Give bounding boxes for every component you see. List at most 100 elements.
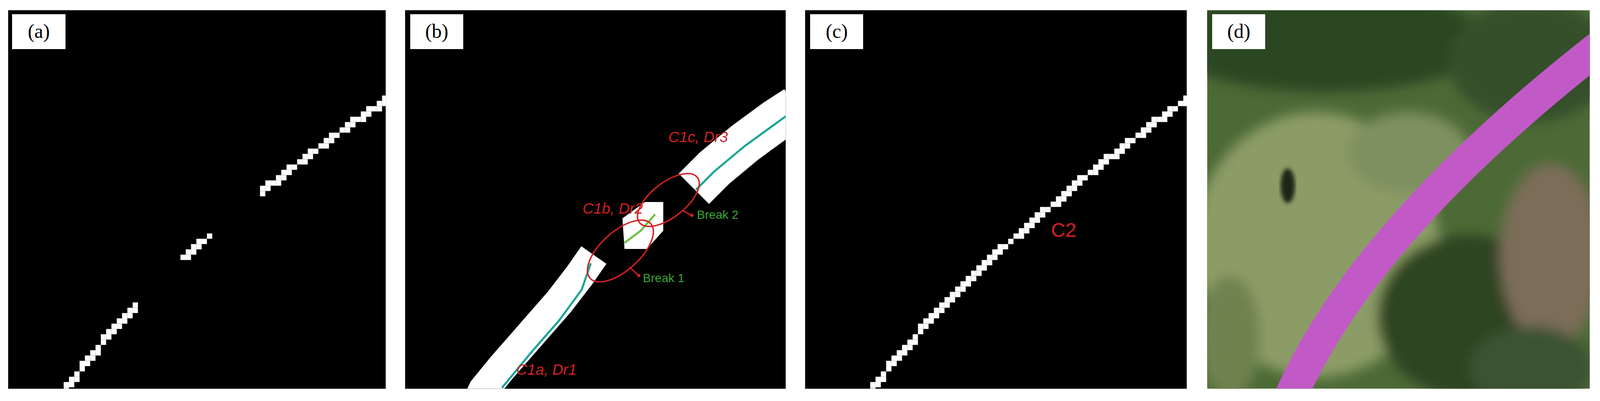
road-pixel bbox=[196, 238, 202, 244]
road-pixel bbox=[190, 244, 197, 250]
road-pixel bbox=[360, 116, 366, 122]
road-pixel bbox=[912, 334, 918, 340]
road-pixel bbox=[307, 148, 313, 154]
road-pixel bbox=[1071, 180, 1077, 186]
road-pixel bbox=[302, 159, 308, 165]
road-pixel bbox=[1151, 121, 1157, 128]
road-pixel bbox=[196, 244, 202, 250]
buffer-road bbox=[477, 107, 786, 390]
road-pixel bbox=[84, 355, 91, 361]
road-pixel bbox=[954, 286, 961, 292]
panel-label: (a) bbox=[12, 14, 66, 50]
road-pixel bbox=[366, 111, 372, 117]
break-label: Break 1 bbox=[642, 271, 685, 286]
road-pixel bbox=[1167, 111, 1173, 117]
road-pixel bbox=[896, 355, 902, 361]
road-pixel bbox=[933, 313, 939, 319]
road-pixel bbox=[323, 137, 329, 144]
road-pixel bbox=[885, 361, 892, 367]
road-pixel bbox=[986, 254, 992, 260]
raster-road-connected bbox=[870, 95, 1187, 390]
road-mask bbox=[1285, 40, 1591, 390]
road-pixel bbox=[1055, 201, 1061, 207]
road-pixel bbox=[1124, 137, 1130, 144]
road-pixel bbox=[376, 100, 382, 107]
road-pixel bbox=[270, 180, 276, 186]
road-pixel bbox=[1013, 233, 1019, 239]
road-pixel bbox=[970, 276, 977, 282]
panel-label-box: (b) bbox=[410, 14, 464, 50]
road-pixel bbox=[885, 366, 892, 372]
road-pixel bbox=[960, 286, 966, 292]
road-pixel bbox=[1024, 222, 1030, 228]
road-pixel bbox=[323, 143, 329, 149]
panel-a-ground bbox=[8, 10, 386, 390]
buffer-segment bbox=[693, 107, 786, 190]
road-pixel bbox=[907, 345, 913, 351]
road-pixel bbox=[376, 106, 382, 112]
road-pixel bbox=[923, 323, 929, 329]
road-pixel bbox=[382, 100, 387, 107]
curve-label: C1b, Dr2 bbox=[582, 199, 643, 218]
road-pixel bbox=[259, 190, 266, 197]
road-pixel bbox=[1034, 217, 1040, 223]
road-pixel bbox=[259, 185, 266, 191]
road-pixel bbox=[1103, 153, 1109, 160]
road-pixel bbox=[981, 265, 987, 271]
road-pixel bbox=[312, 148, 319, 154]
road-pixel bbox=[74, 371, 80, 377]
road-pixel bbox=[275, 175, 281, 181]
road-pixel bbox=[350, 121, 356, 128]
road-pixel bbox=[1077, 180, 1083, 186]
road-pixel bbox=[1114, 153, 1120, 160]
road-pixel bbox=[382, 95, 387, 101]
road-pixel bbox=[1146, 121, 1152, 128]
road-pixel bbox=[63, 387, 69, 389]
road-pixel bbox=[1018, 228, 1024, 234]
road-pixel bbox=[917, 323, 924, 329]
road-pixel bbox=[992, 249, 998, 255]
road-pixel bbox=[954, 292, 961, 298]
road-pixel bbox=[923, 318, 929, 324]
leader-dot bbox=[637, 274, 641, 278]
road-pixel bbox=[90, 350, 96, 356]
road-pixel bbox=[907, 339, 913, 345]
panel-label: (c) bbox=[810, 14, 864, 50]
road-pixel bbox=[127, 307, 133, 313]
road-pixel bbox=[938, 302, 945, 308]
road-pixel bbox=[286, 164, 292, 170]
road-pixel bbox=[1114, 148, 1120, 154]
road-pixel bbox=[318, 143, 324, 149]
road-pixel bbox=[350, 116, 356, 122]
road-pixel bbox=[366, 106, 372, 112]
road-pixel bbox=[328, 137, 334, 144]
road-pixel bbox=[265, 185, 271, 191]
road-pixel bbox=[100, 339, 107, 345]
road-pixel bbox=[965, 281, 971, 287]
road-pixel bbox=[1034, 212, 1040, 218]
road-pixel bbox=[265, 180, 271, 186]
road-pixel bbox=[90, 355, 96, 361]
panel-label-box: (a) bbox=[12, 14, 66, 50]
panel-label: (b) bbox=[410, 14, 464, 50]
road-pixel bbox=[180, 254, 186, 260]
road-pixel bbox=[1050, 201, 1056, 207]
road-pixel bbox=[1008, 238, 1014, 244]
leader-line bbox=[629, 267, 639, 276]
panel-label-box: (c) bbox=[810, 14, 864, 50]
road-pixel bbox=[901, 350, 908, 356]
road-pixel bbox=[100, 334, 107, 340]
road-pixel bbox=[95, 345, 101, 351]
road-pixel bbox=[84, 361, 91, 367]
road-pixel bbox=[1183, 95, 1187, 101]
buffer-segment bbox=[477, 255, 594, 389]
road-pixel bbox=[344, 121, 350, 128]
road-pixel bbox=[912, 339, 918, 345]
road-pixel bbox=[949, 297, 955, 303]
road-pixel bbox=[875, 382, 881, 388]
road-pixel bbox=[1130, 137, 1136, 144]
road-pixel bbox=[1066, 185, 1072, 191]
road-pixel bbox=[111, 323, 117, 329]
road-pixel bbox=[302, 153, 308, 160]
